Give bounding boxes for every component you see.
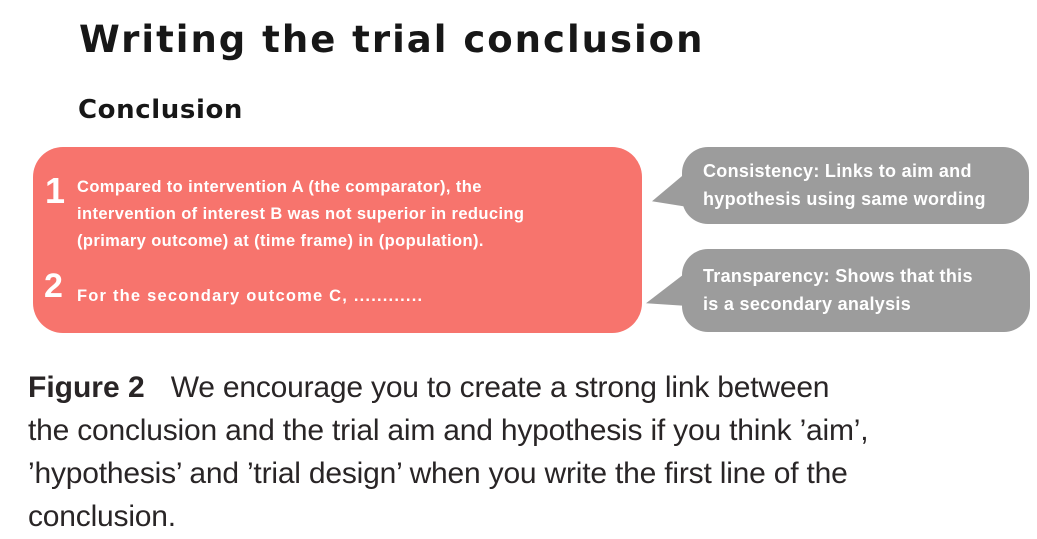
conclusion-item-1-number: 1 <box>45 170 66 211</box>
callout-consistency-text: Consistency: Links to aim and hypothesis… <box>703 161 986 209</box>
callout-transparency: Transparency: Shows that this is a secon… <box>682 249 1030 332</box>
callout-consistency: Consistency: Links to aim and hypothesis… <box>682 147 1029 224</box>
conclusion-item-2-number: 2 <box>44 267 63 305</box>
figure-subtitle: Conclusion <box>78 95 244 125</box>
conclusion-item-2-text: For the secondary outcome C, ...........… <box>77 287 424 305</box>
caption-line: the conclusion and the trial aim and hyp… <box>28 414 869 447</box>
caption-text: We encourage you to create a strong link… <box>170 371 830 404</box>
conclusion-item-1-text: Compared to intervention A (the comparat… <box>77 178 525 250</box>
figure-title: Writing the trial conclusion <box>79 18 705 61</box>
conclusion-box: 1 Compared to intervention A (the compar… <box>33 147 642 333</box>
caption-line: conclusion. <box>28 500 176 533</box>
caption-line: Figure 2 We encourage you to create a str… <box>28 366 868 409</box>
caption-figure-label: Figure 2 <box>28 371 145 404</box>
callout-transparency-text: Transparency: Shows that this is a secon… <box>703 266 973 314</box>
caption-line: ’hypothesis’ and ’trial design’ when you… <box>28 457 848 490</box>
figure-caption: Figure 2 We encourage you to create a str… <box>28 366 869 538</box>
